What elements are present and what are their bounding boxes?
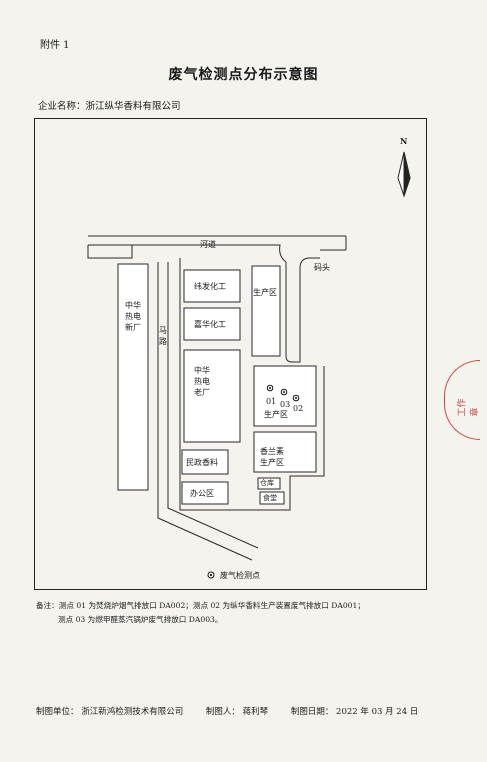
footer: 制图单位： 浙江新鸿检测技术有限公司 制图人： 蒋利琴 制图日期： 2022 年… — [36, 705, 446, 717]
wharf-channel — [285, 257, 320, 363]
company-label: 企业名称： — [38, 101, 86, 112]
point-01-label: 01 — [266, 397, 277, 406]
wharf-label: 码头 — [314, 263, 330, 272]
river-bank-south — [88, 244, 287, 263]
road-east-edge — [167, 262, 259, 549]
canteen-block — [259, 491, 285, 505]
north-arrow-icon — [397, 151, 411, 198]
xianglan-label: 香兰素生产区 — [260, 447, 284, 467]
legend-label: 废气检测点 — [220, 571, 260, 580]
minzheng-label: 民政香料 — [186, 458, 218, 467]
zhonghua-old-plant-block — [183, 349, 241, 443]
footer-drawer: 制图人： 蒋利琴 — [205, 707, 269, 717]
river-label: 河道 — [200, 240, 216, 249]
minzheng-block — [181, 449, 229, 475]
point-02-label: 02 — [293, 404, 304, 413]
production-area-top-block — [251, 265, 281, 357]
weifa-block — [183, 269, 241, 303]
company-line: 企业名称：浙江纵华香料有限公司 — [38, 98, 181, 112]
north-label: N — [400, 136, 408, 146]
zhonghua-old-plant-label: 中华热电老厂 — [194, 366, 210, 397]
production-area-mid-label: 生产区 — [264, 410, 288, 419]
production-area-top-label: 生产区 — [253, 288, 277, 297]
road-connector — [87, 245, 133, 259]
canteen-label: 食堂 — [263, 494, 277, 502]
jiahua-label: 嘉华化工 — [194, 320, 226, 329]
xianglan-block — [253, 431, 317, 473]
company-name: 浙江纵华香料有限公司 — [85, 101, 181, 112]
office-label: 办公区 — [190, 489, 214, 498]
footer-maker: 制图单位： 浙江新鸿检测技术有限公司 — [36, 707, 184, 717]
warehouse-label: 仓库 — [260, 479, 274, 487]
zhonghua-new-plant-label: 中华热电新厂 — [125, 301, 141, 332]
warehouse-block — [257, 477, 281, 490]
weifa-label: 纬发化工 — [194, 282, 226, 291]
stamp-text: 工作章 — [457, 398, 481, 417]
company-boundary — [179, 258, 325, 511]
zhonghua-new-plant-block — [117, 263, 149, 491]
production-area-mid-block — [253, 365, 317, 427]
footer-date: 制图日期： 2022 年 03 月 24 日 — [290, 707, 419, 717]
notes-line-2: 测点 03 为燃甲醛蒸汽锅炉废气排放口 DA003。 — [58, 615, 223, 624]
road-label: 马路 — [159, 326, 167, 346]
office-block — [181, 481, 229, 505]
notes: 备注：测点 01 为焚烧炉烟气排放口 DA002；测点 02 为纵华香料生产装置… — [36, 599, 365, 627]
point-03-label: 03 — [280, 400, 291, 409]
jiahua-block — [183, 307, 241, 341]
attachment-label: 附件 1 — [40, 40, 70, 51]
road-west-edge — [157, 262, 253, 561]
notes-line-1: 备注：测点 01 为焚烧炉烟气排放口 DA002；测点 02 为纵华香料生产装置… — [36, 601, 365, 610]
document-title: 废气检测点分布示意图 — [168, 67, 319, 83]
map-frame — [34, 118, 427, 590]
